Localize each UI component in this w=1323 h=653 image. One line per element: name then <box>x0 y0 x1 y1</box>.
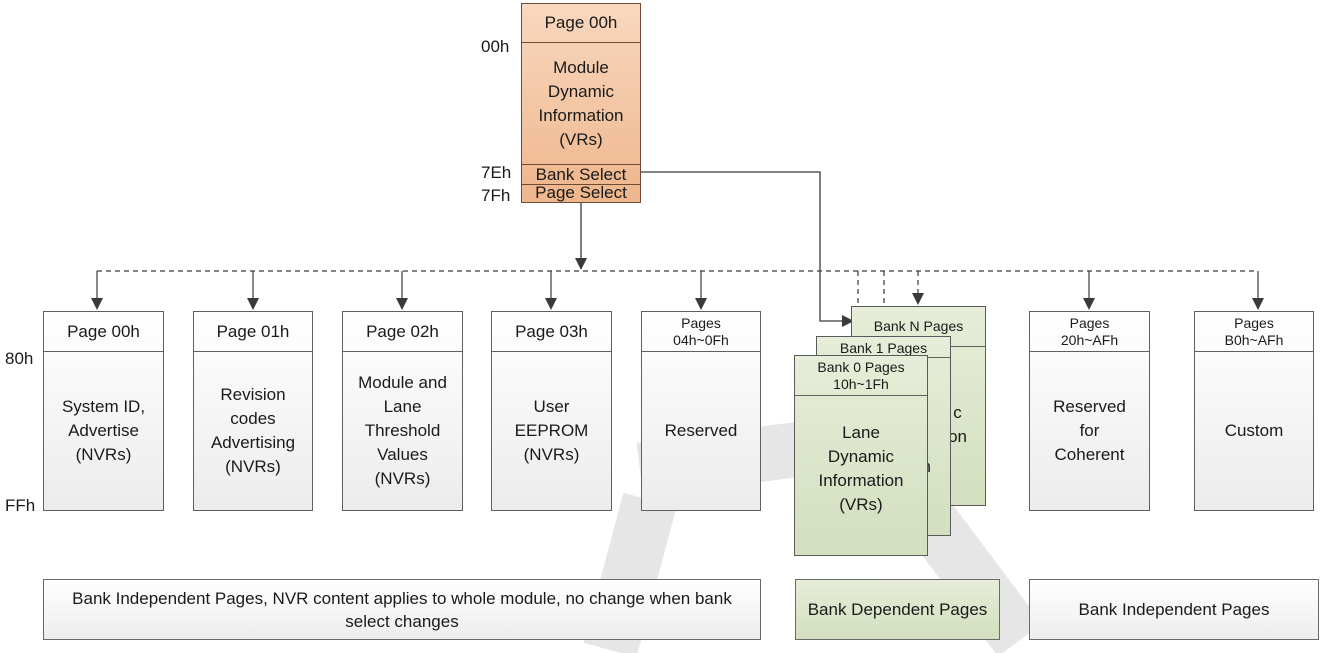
page-header: Pages 20h~AFh <box>1030 312 1149 352</box>
page-box-04h-0fh: Pages 04h~0Fh Reserved <box>641 311 761 511</box>
page-body: System ID, Advertise (NVRs) <box>61 397 146 464</box>
page-body: User EEPROM (NVRs) <box>514 397 589 464</box>
offset-7eh: 7Eh <box>481 163 512 182</box>
page-header: Page 00h <box>44 312 163 352</box>
page-box-20h-afh: Pages 20h~AFh Reserved for Coherent <box>1029 311 1150 511</box>
page-select-field: Page Select <box>535 183 627 202</box>
note-bank-independent-left: Bank Independent Pages, NVR content appl… <box>43 579 761 640</box>
page-body: Reserved <box>664 421 738 440</box>
note-bank-dependent: Bank Dependent Pages <box>795 579 1000 640</box>
page-body: Custom <box>1224 421 1284 440</box>
page-box-00h: Page 00h System ID, Advertise (NVRs) <box>43 311 164 511</box>
page-body: Module and Lane Threshold Values (NVRs) <box>358 373 447 488</box>
bank-select-field: Bank Select <box>522 164 640 185</box>
page-box-03h: Page 03h User EEPROM (NVRs) <box>491 311 612 511</box>
note-bank-independent-right: Bank Independent Pages <box>1029 579 1319 640</box>
bank-n-body-partial: c on <box>948 403 967 446</box>
top-page-header: Page 00h <box>522 4 640 43</box>
page-header: Page 02h <box>343 312 462 352</box>
top-page-box: Page 00h Module Dynamic Information (VRs… <box>521 3 641 203</box>
page-header: Pages 04h~0Fh <box>642 312 760 352</box>
page-header: Page 03h <box>492 312 611 352</box>
page-box-01h: Page 01h Revision codes Advertising (NVR… <box>193 311 313 511</box>
page-body: Revision codes Advertising (NVRs) <box>210 385 296 476</box>
page-body: Reserved for Coherent <box>1053 397 1126 464</box>
offset-80h: 80h <box>5 349 34 368</box>
bank-select-route <box>641 171 854 327</box>
top-page-body: Module Dynamic Information (VRs) <box>538 58 624 149</box>
bank-0-box: Bank 0 Pages 10h~1Fh Lane Dynamic Inform… <box>794 355 928 556</box>
offset-7fh: 7Fh <box>481 186 511 205</box>
page-header: Pages B0h~AFh <box>1195 312 1313 352</box>
page-header: Page 01h <box>194 312 312 352</box>
page-box-b0h: Pages B0h~AFh Custom <box>1194 311 1314 511</box>
offset-ffh: FFh <box>5 496 36 515</box>
page-box-02h: Page 02h Module and Lane Threshold Value… <box>342 311 463 511</box>
bank-0-body: Lane Dynamic Information (VRs) <box>818 422 904 514</box>
offset-00h-top: 00h <box>481 37 510 56</box>
bank-0-header: Bank 0 Pages 10h~1Fh <box>795 356 927 396</box>
